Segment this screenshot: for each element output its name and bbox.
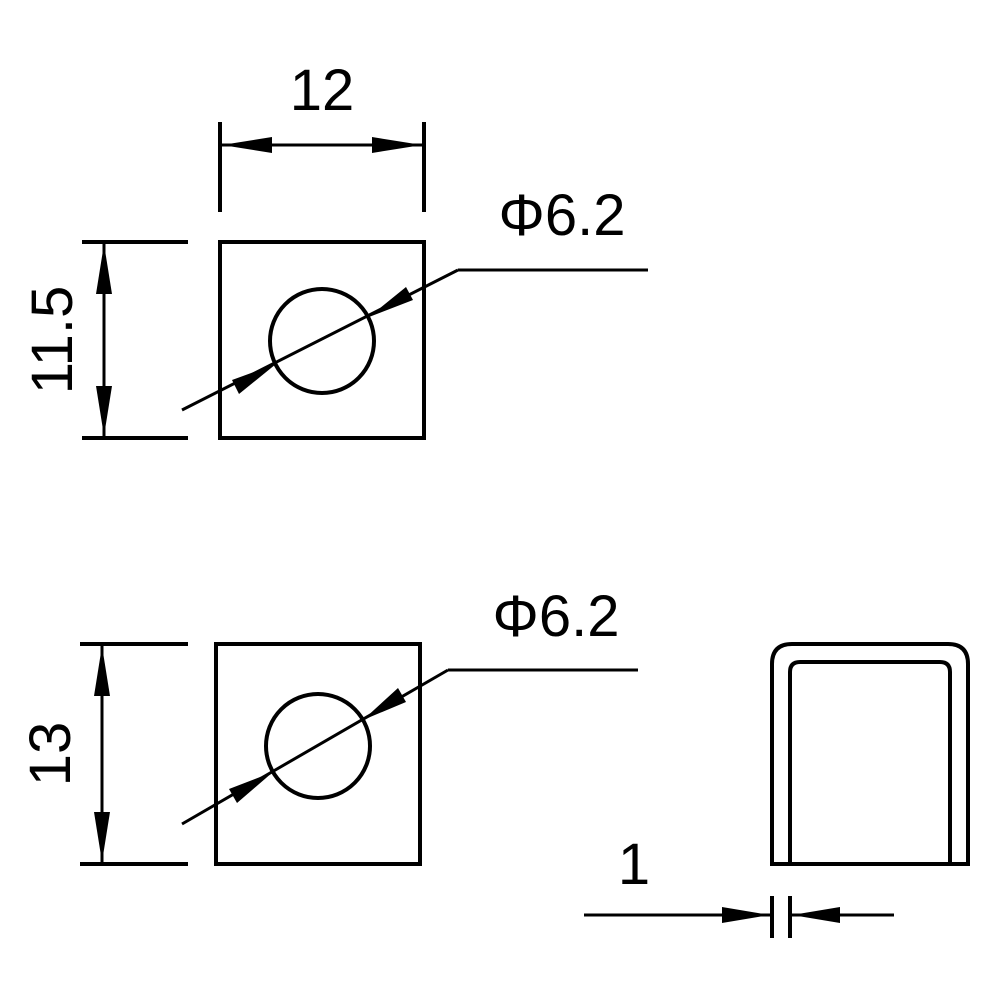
top-hole-arrow-upper (369, 287, 413, 317)
top-width-label: 12 (290, 58, 355, 123)
top-hole-arrow-lower (232, 364, 276, 394)
bottom-view: 13 Φ6.2 (18, 584, 638, 866)
bottom-hole-circle (264, 692, 372, 800)
bottom-height-label: 13 (18, 722, 83, 787)
top-width-arrow-right (372, 137, 422, 153)
side-thickness-arrow-right (792, 907, 840, 923)
bottom-height-arrow-bottom (94, 812, 110, 862)
bottom-hole-label: Φ6.2 (493, 584, 620, 649)
top-height-arrow-top (96, 244, 112, 294)
bottom-hole-arrow-upper (363, 688, 406, 720)
top-hole-label: Φ6.2 (499, 183, 626, 248)
side-view: 1 (584, 642, 970, 938)
bottom-part-outline (214, 642, 422, 866)
top-part-outline (218, 240, 426, 440)
top-height-arrow-bottom (96, 386, 112, 436)
top-hole-leader-line (181, 268, 459, 412)
side-thickness-arrow-left (722, 907, 770, 923)
top-height-label: 11.5 (20, 286, 85, 395)
bottom-hole-arrow-lower (229, 772, 273, 803)
top-view: 12 11.5 Φ6.2 (20, 58, 648, 440)
side-outer-profile (770, 642, 970, 866)
top-width-arrow-left (222, 137, 272, 153)
side-inner-profile (788, 660, 952, 864)
bottom-hole-leader-line (181, 668, 449, 826)
top-hole-circle (268, 287, 376, 395)
bottom-height-arrow-top (94, 646, 110, 696)
side-thickness-label: 1 (618, 832, 650, 897)
